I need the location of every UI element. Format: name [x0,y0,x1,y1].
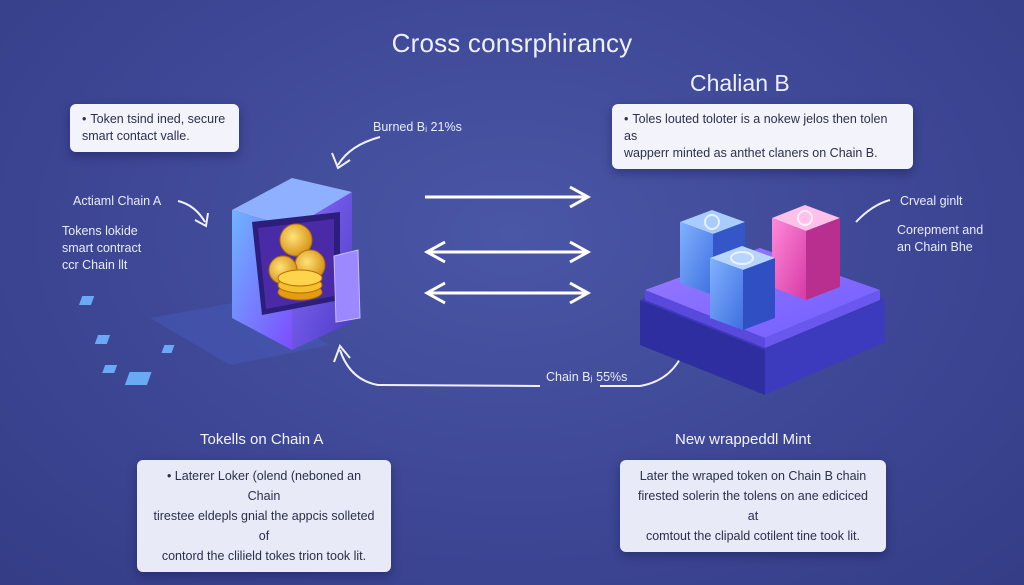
card-line: • Laterer Loker (olend (neboned an Chain [166,469,362,503]
transfer-arrows [423,185,592,305]
card-line: comtout the clipald cotilent tine took l… [645,529,860,543]
label-line: Tokens lokide [62,224,138,238]
label-line: smart contract [62,241,142,255]
label-line: an Chain Bhe [897,240,973,254]
corepment-label: Corepment and an Chain Bhe [897,222,983,256]
left-heading: Tokells on Chain A [200,431,324,448]
card-line: Token tsind ined, secure [90,112,226,126]
chain-a-detail-card: • Laterer Loker (olend (neboned an Chain… [137,460,391,572]
diagram-title: Cross consrphirancy [391,28,633,58]
mint-detail-card: Later the wraped token on Chain B chain … [620,460,886,552]
token-info-card: •Token tsind ined, secure smart contact … [70,104,239,152]
card-line: tirestee eldepls gnial the appcis sollet… [153,509,375,543]
right-heading: New wrappeddl Mint [675,431,811,448]
tokens-locked-label: Tokens lokide smart contract ccr Chain l… [62,223,141,274]
label-line: ccr Chain llt [62,258,128,272]
wrapper-info-card: •Toles louted toloter is a nokew jelos t… [612,104,913,169]
card-line: firested solerin the tolens on ane edici… [637,489,868,523]
card-line: Toles louted toloter is a nokew jelos th… [624,112,888,143]
crveal-label: Crveal ginlt [900,194,963,208]
diagram-subtitle: Chalian B [690,70,790,96]
label-line: Corepment and [897,223,984,237]
chain-b-label: Chain Bⱼ 55%s [546,370,628,384]
coins-icon [268,223,326,301]
card-bullet: • [624,112,629,126]
blocks-platform-icon [640,205,885,395]
card-bullet: • [82,112,87,126]
actiam-chain-label: Actiaml Chain A [73,194,162,208]
burned-label: Burned Bᵢ 21%s [373,120,462,134]
card-line: wapperr minted as anthet claners on Chai… [624,146,878,160]
card-line: contord the clilield tokes trion took li… [161,549,367,563]
card-line: Later the wraped token on Chain B chain [639,469,867,483]
floor-tiles-icon [78,296,330,385]
card-line: smart contact valle. [82,129,190,143]
